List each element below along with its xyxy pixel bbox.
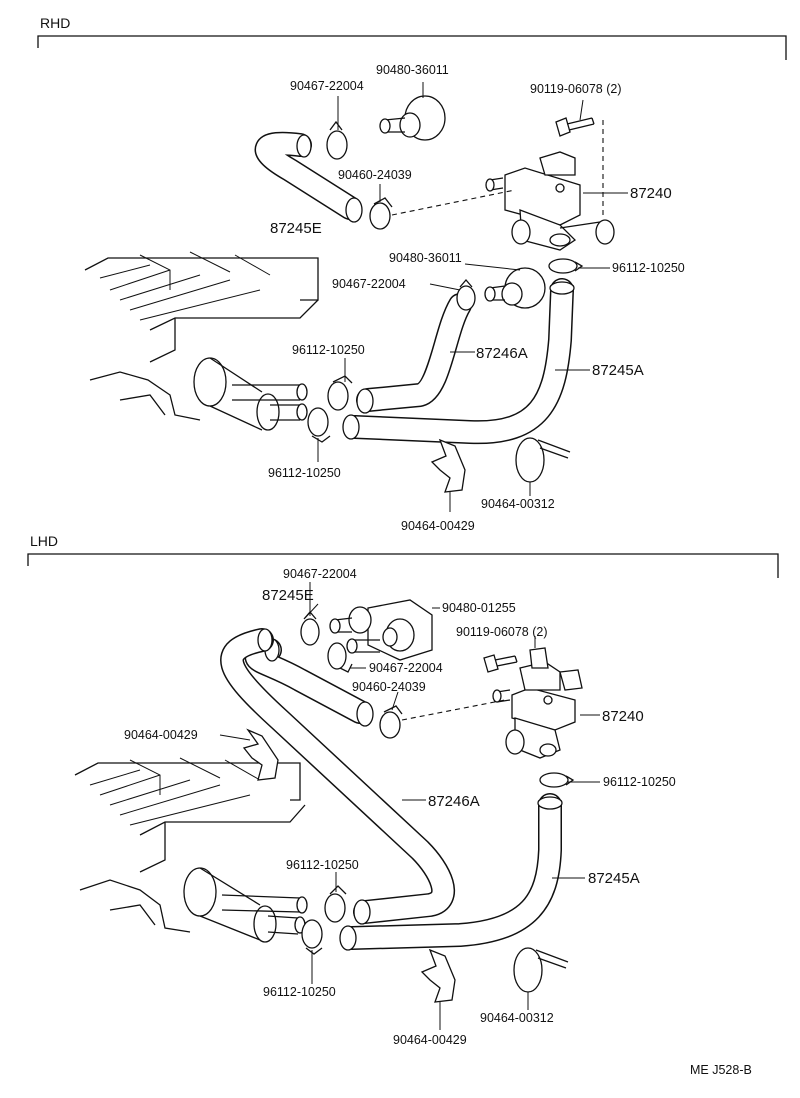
hose-icon xyxy=(244,638,374,727)
water-valve-icon xyxy=(492,647,583,759)
hose-clip-icon xyxy=(515,437,571,483)
label-87246A: 87246A xyxy=(476,345,528,362)
label-90460-24039: 90460-24039 xyxy=(338,168,412,182)
hose-clamp-icon xyxy=(324,885,347,923)
label-87240: 87240 xyxy=(602,708,644,725)
diagram-code: ME J528-B xyxy=(690,1063,752,1077)
label-96112-10250-right: 96112-10250 xyxy=(612,261,685,275)
hose-clamp-icon xyxy=(301,919,323,955)
label-90119-06078: 90119-06078 (2) xyxy=(530,82,622,96)
hose-icon xyxy=(342,278,575,445)
label-90464-00429: 90464-00429 xyxy=(401,519,475,533)
label-90464-00312: 90464-00312 xyxy=(481,497,555,511)
label-90467-22004-mid: 90467-22004 xyxy=(369,661,443,675)
hose-clamp-icon xyxy=(327,375,353,411)
label-87246A: 87246A xyxy=(428,793,480,810)
label-90480-01255: 90480-01255 xyxy=(442,601,516,615)
hose-clip-icon xyxy=(420,948,456,1003)
label-90480-36011-mid: 90480-36011 xyxy=(389,251,462,265)
lhd-section-title: LHD xyxy=(30,533,58,549)
bolt-icon xyxy=(483,654,518,673)
label-90480-36011-top: 90480-36011 xyxy=(376,63,449,77)
vacuum-transmitter-icon xyxy=(484,267,546,309)
lhd-section: LHD xyxy=(27,533,779,1047)
water-valve-icon xyxy=(485,151,615,251)
hose-icon xyxy=(356,293,472,414)
hose-clamp-icon xyxy=(327,642,353,673)
heater-core-icon xyxy=(74,757,308,943)
valve-leader-dashed xyxy=(391,189,516,216)
hose-icon xyxy=(339,793,563,951)
hose-icon xyxy=(220,628,456,925)
hose-clamp-icon xyxy=(326,120,348,160)
label-87240: 87240 xyxy=(630,185,672,202)
label-87245E: 87245E xyxy=(270,220,322,237)
label-96112-10250-upper: 96112-10250 xyxy=(286,858,359,872)
label-90467-22004-mid: 90467-22004 xyxy=(332,277,406,291)
hose-clip-icon xyxy=(513,947,569,993)
label-90464-00429-bottom: 90464-00429 xyxy=(393,1033,467,1047)
hose-clip-icon xyxy=(242,728,279,781)
label-96112-10250-lower: 96112-10250 xyxy=(263,985,336,999)
label-87245A: 87245A xyxy=(588,870,640,887)
hose-clamp-icon xyxy=(539,772,575,788)
valve-leader-dashed xyxy=(401,699,506,721)
label-90464-00429-left: 90464-00429 xyxy=(124,728,198,742)
hose-clamp-icon xyxy=(307,407,331,443)
label-87245E: 87245E xyxy=(262,587,314,604)
hose-clamp-icon xyxy=(379,705,403,739)
label-96112-10250-lower: 96112-10250 xyxy=(268,466,341,480)
hose-clamp-icon xyxy=(369,197,393,230)
rhd-section-bracket xyxy=(37,35,787,60)
hose-clamp-icon xyxy=(548,258,584,274)
label-90460-24039: 90460-24039 xyxy=(352,680,426,694)
vacuum-transmitter-icon xyxy=(379,95,446,141)
label-87245A: 87245A xyxy=(592,362,644,379)
hose-clip-icon xyxy=(430,438,466,493)
heater-core-icon xyxy=(84,251,319,431)
label-90467-22004-top: 90467-22004 xyxy=(283,567,357,581)
label-96112-10250-right: 96112-10250 xyxy=(603,775,676,789)
bolt-icon xyxy=(555,117,595,137)
hose-clamp-icon xyxy=(300,611,320,646)
hose-icon xyxy=(254,131,363,223)
hose-clamp-icon xyxy=(456,279,476,311)
label-90119-06078: 90119-06078 (2) xyxy=(456,625,548,639)
label-90464-00312: 90464-00312 xyxy=(480,1011,554,1025)
rhd-section: RHD xyxy=(37,15,787,533)
lhd-section-bracket xyxy=(27,553,779,578)
rhd-section-title: RHD xyxy=(40,15,70,31)
label-96112-10250-upper: 96112-10250 xyxy=(292,343,365,357)
label-90467-22004-top: 90467-22004 xyxy=(290,79,364,93)
vacuum-transmitter-icon xyxy=(329,599,433,661)
